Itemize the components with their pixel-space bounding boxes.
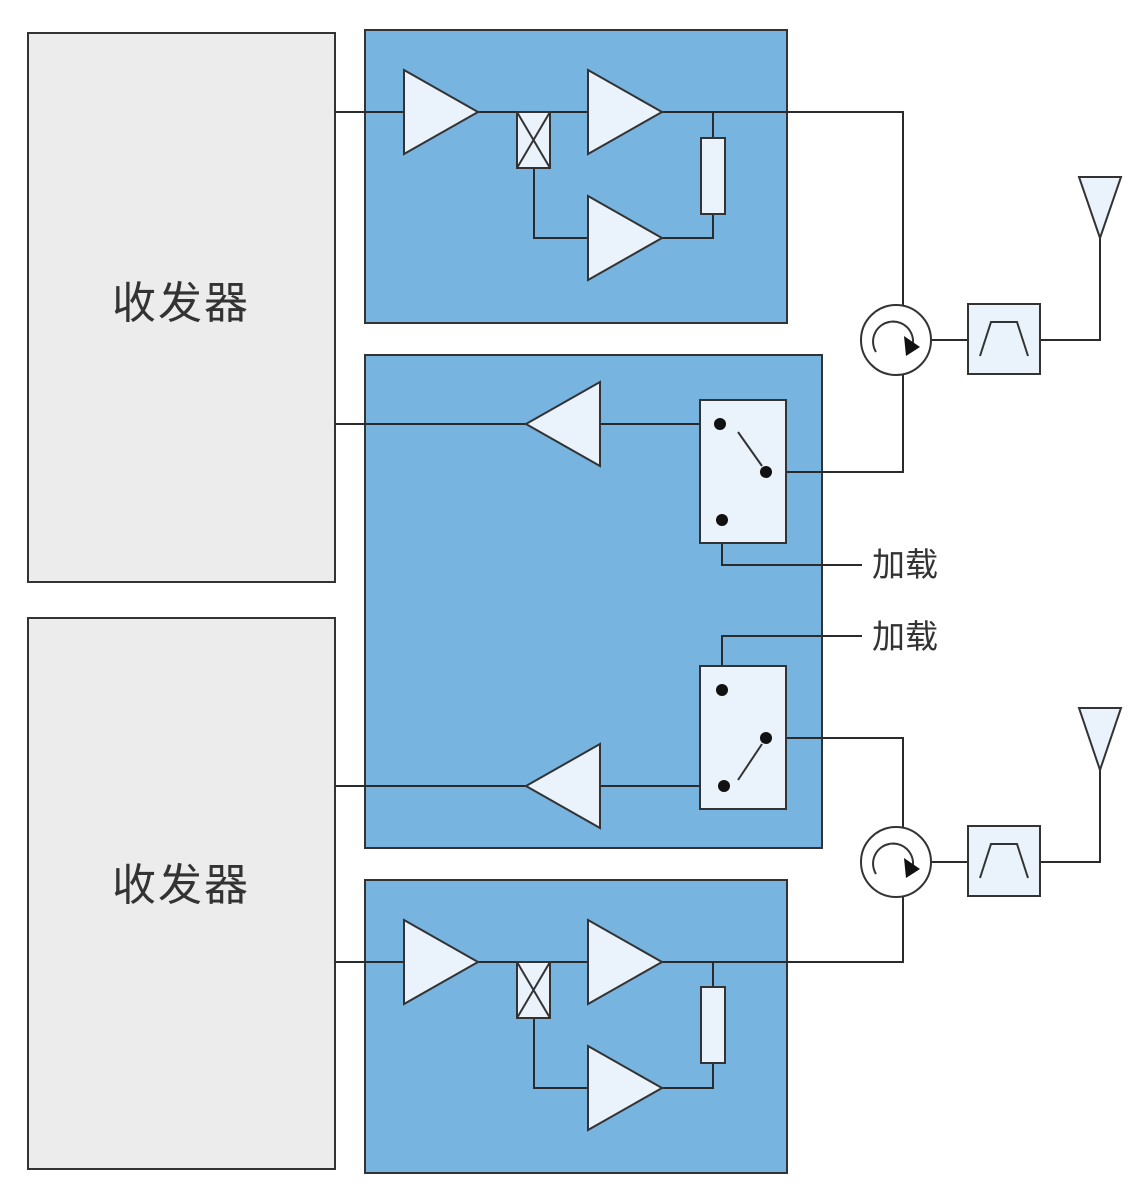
lna-amplifier-icon <box>523 742 601 830</box>
circulator-icon <box>860 826 932 898</box>
circulator-icon <box>860 304 932 376</box>
transceiver-block-top <box>27 32 336 583</box>
antenna-icon <box>1077 176 1123 242</box>
transceiver-label-bottom: 收发器 <box>112 860 250 911</box>
amplifier-icon <box>587 194 665 282</box>
termination-resistor-icon <box>700 137 726 215</box>
amplifier-icon <box>403 68 481 156</box>
amplifier-icon <box>587 1044 665 1132</box>
rf-switch-icon <box>699 399 787 544</box>
coupler-icon <box>516 111 551 169</box>
antenna-icon <box>1077 707 1123 774</box>
termination-resistor-icon <box>700 986 726 1064</box>
amplifier-icon <box>587 918 665 1006</box>
bandpass-filter-icon <box>967 303 1041 375</box>
bandpass-filter-icon <box>967 825 1041 897</box>
load-label-bottom: 加载 <box>872 617 938 656</box>
transceiver-label-top: 收发器 <box>112 278 250 329</box>
signal-lines <box>335 111 1101 1089</box>
rf-switch-icon <box>699 665 787 810</box>
transceiver-block-bottom <box>27 617 336 1170</box>
amplifier-icon <box>587 68 665 156</box>
amplifier-icon <box>403 918 481 1006</box>
coupler-icon <box>516 961 551 1019</box>
load-label-top: 加载 <box>872 545 938 584</box>
lna-amplifier-icon <box>523 380 601 468</box>
